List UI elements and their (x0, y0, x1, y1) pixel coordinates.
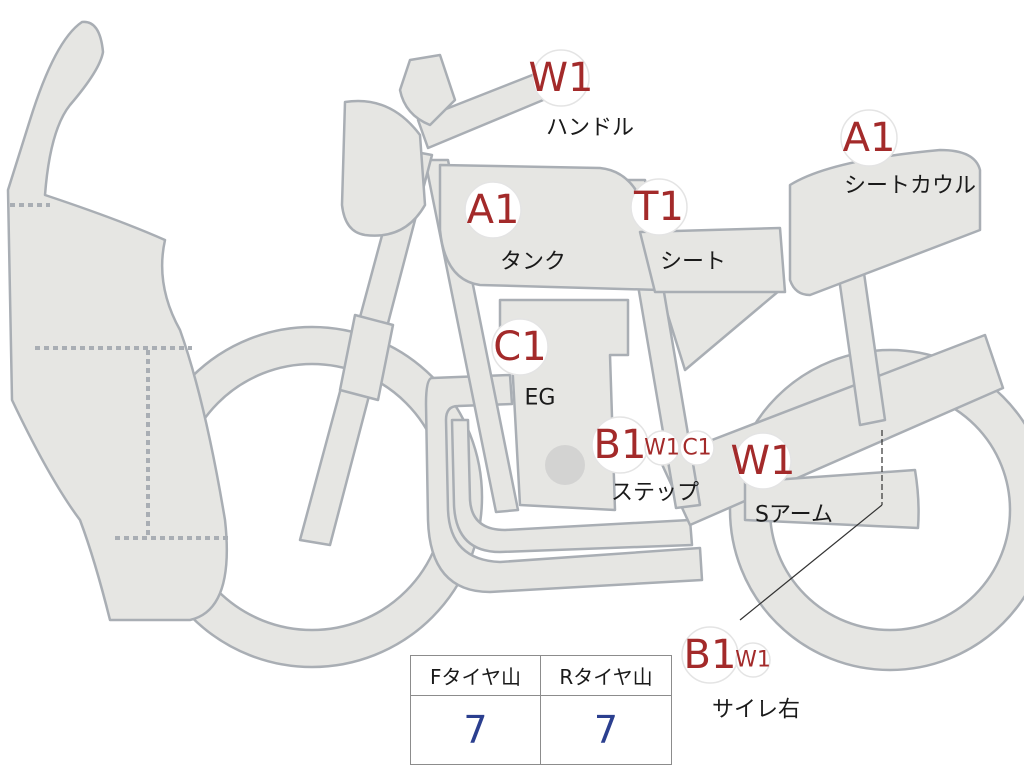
badge-circle (464, 181, 522, 239)
badge-code: B1 (594, 422, 647, 468)
part-label-engine: EG (525, 386, 556, 411)
badge-code: W1 (735, 648, 771, 673)
badge-circle (644, 430, 680, 466)
part-label-tank: タンク (500, 250, 566, 275)
leader-line (739, 504, 883, 621)
part-label-handle: ハンドル (546, 116, 634, 141)
part-label-seat: シート (660, 250, 726, 275)
badge-swingarm-0: W1 (731, 432, 796, 490)
badge-circle (734, 432, 792, 490)
badge-circle (630, 178, 688, 236)
seat-cowl-shape (788, 148, 982, 297)
badge-seat-0: T1 (630, 178, 688, 236)
seat-shape (638, 226, 787, 294)
front-fork (298, 148, 434, 547)
badge-step-1: W1 (644, 430, 680, 466)
part-label-step: ステップ (611, 481, 699, 506)
handlebar (398, 53, 550, 150)
rear-tire-header: Rタイヤ山 (541, 656, 671, 696)
fairing (6, 20, 232, 622)
badge-engine-0: C1 (491, 318, 549, 376)
badge-code: B1 (684, 632, 737, 678)
badge-muffler_right-1: W1 (735, 642, 771, 678)
badge-circle (735, 642, 771, 678)
badge-code: W1 (644, 436, 680, 461)
badge-tank-0: A1 (464, 181, 522, 239)
badge-code: C1 (682, 436, 711, 461)
badge-step-2: C1 (679, 430, 715, 466)
badge-muffler_right-0: B1 (681, 626, 739, 684)
part-label-swingarm: Sアーム (755, 503, 833, 528)
badge-step-0: B1 (591, 416, 649, 474)
badge-code: W1 (529, 55, 594, 101)
part-label-seat_cowl: シートカウル (844, 174, 976, 199)
badge-code: T1 (633, 184, 684, 230)
rear-tire-value: 7 (593, 708, 619, 752)
badge-code: C1 (493, 324, 546, 370)
front-tire-value: 7 (411, 696, 541, 764)
badge-circle (840, 109, 898, 167)
badge-circle (491, 318, 549, 376)
badge-code: A1 (843, 115, 896, 161)
badge-seat_cowl-0: A1 (840, 109, 898, 167)
badge-handle-0: W1 (529, 49, 594, 107)
headlight (340, 99, 427, 237)
exhaust-pipes (424, 373, 704, 594)
tire-tread-table: Fタイヤ山 Rタイヤ山 7 7 (410, 655, 672, 765)
muffler-shape (743, 468, 920, 530)
rear-frame (658, 243, 887, 427)
badge-code: W1 (731, 438, 796, 484)
part-label-muffler_right: サイレ右 (712, 698, 800, 723)
badge-code: A1 (467, 187, 520, 233)
badge-circle (679, 430, 715, 466)
badge-circle (532, 49, 590, 107)
front-tire-header: Fタイヤ山 (411, 656, 541, 696)
